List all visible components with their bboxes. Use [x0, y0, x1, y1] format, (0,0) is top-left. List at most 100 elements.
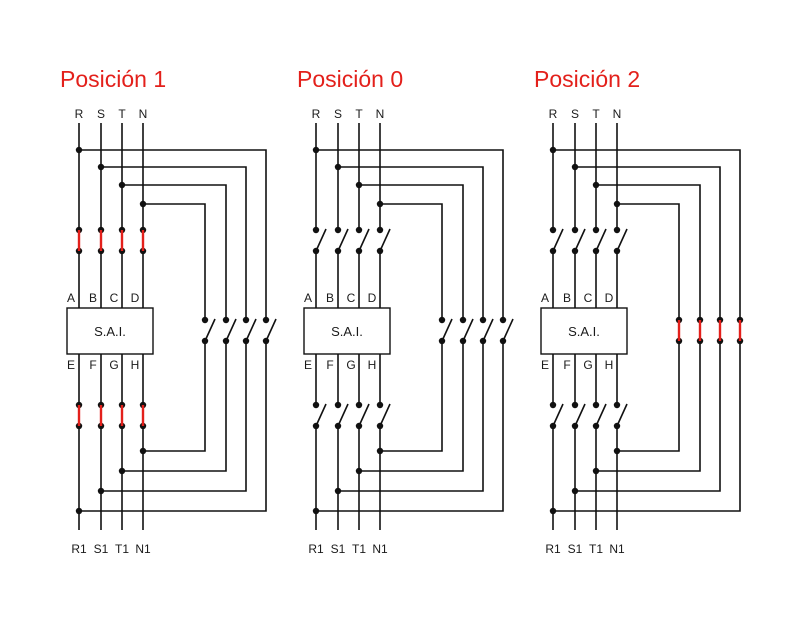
sai-terminal-label: A	[67, 291, 75, 305]
contact-terminal-top	[592, 226, 600, 234]
bypass-junction-bottom	[312, 507, 320, 515]
open-contact-blade	[616, 403, 628, 427]
phase-line-n: NN1	[372, 107, 453, 556]
sai-terminal-label: G	[583, 358, 592, 372]
bypass-junction-bottom	[75, 507, 83, 515]
sai-terminal-label: E	[304, 358, 312, 372]
contact-terminal-top	[571, 226, 579, 234]
bypass-lower-path	[596, 341, 701, 472]
open-contact-blade	[552, 403, 564, 427]
phase-line-r: RR1	[545, 107, 744, 556]
output-switch-contact	[139, 401, 147, 430]
bypass-upper-path	[596, 184, 701, 320]
bypass-junction-top	[334, 163, 342, 171]
contact-terminal-top	[312, 401, 320, 409]
bypass-lower-path	[380, 341, 443, 452]
bypass-junction-top	[592, 181, 600, 189]
output-label: R1	[308, 542, 324, 556]
phase-line-s: SS1	[331, 107, 494, 556]
bypass-junction-top	[312, 146, 320, 154]
input-label: S	[97, 107, 105, 121]
output-label: R1	[545, 542, 561, 556]
bypass-junction-bottom	[355, 467, 363, 475]
contact-terminal-top	[376, 226, 384, 234]
bypass-switch-contact	[479, 316, 494, 345]
open-contact-blade	[595, 403, 607, 427]
sai-terminal-label: B	[326, 291, 334, 305]
open-contact-blade	[482, 318, 494, 342]
bypass-junction-bottom	[549, 507, 557, 515]
contact-terminal-top	[613, 226, 621, 234]
bypass-junction-bottom	[118, 467, 126, 475]
phase-line-n: NN1	[135, 107, 216, 556]
bypass-upper-path	[122, 184, 227, 320]
bypass-lower-path	[617, 341, 680, 452]
input-label: T	[592, 107, 600, 121]
contact-terminal-top	[222, 316, 230, 324]
input-label: N	[376, 107, 385, 121]
panel-title: Posición 2	[534, 66, 640, 92]
bypass-upper-path	[380, 203, 443, 320]
sai-terminal-label: E	[541, 358, 549, 372]
bypass-junction-top	[97, 163, 105, 171]
input-switch-contact	[139, 226, 147, 255]
contact-terminal-top	[201, 316, 209, 324]
output-label: S1	[94, 542, 109, 556]
bypass-junction-top	[571, 163, 579, 171]
contact-terminal-top	[613, 401, 621, 409]
phase-line-n: N N1	[609, 107, 683, 556]
bypass-junction-top	[355, 181, 363, 189]
bypass-switch-contact	[438, 316, 453, 345]
bypass-switch-contact	[262, 316, 277, 345]
input-switch-contact	[613, 226, 628, 255]
contact-terminal-top	[312, 226, 320, 234]
sai-terminal-label: C	[110, 291, 119, 305]
output-switch-contact	[571, 401, 586, 430]
sai-terminal-label: G	[346, 358, 355, 372]
contact-terminal-top	[479, 316, 487, 324]
output-label: T1	[115, 542, 129, 556]
bypass-junction-bottom	[571, 487, 579, 495]
input-label: N	[613, 107, 622, 121]
bypass-junction-top	[549, 146, 557, 154]
sai-box	[303, 307, 391, 355]
contact-terminal-top	[549, 226, 557, 234]
contact-terminal-top	[459, 316, 467, 324]
open-contact-blade	[358, 403, 370, 427]
phase-line-s: S S1	[94, 107, 257, 556]
output-label: N1	[609, 542, 625, 556]
phase-line-t: TT1	[352, 107, 474, 556]
sai-terminal-label: B	[563, 291, 571, 305]
bypass-upper-path	[575, 166, 721, 320]
open-contact-blade	[315, 228, 327, 252]
open-contact-blade	[616, 228, 628, 252]
bypass-junction-top	[139, 200, 147, 208]
bypass-upper-path	[143, 203, 206, 320]
sai-terminal-label: D	[605, 291, 614, 305]
contact-terminal-top	[499, 316, 507, 324]
bypass-lower-path	[338, 341, 484, 492]
bypass-junction-top	[118, 181, 126, 189]
bypass-junction-top	[613, 200, 621, 208]
open-contact-blade	[204, 318, 216, 342]
bypass-switch-contact	[716, 316, 724, 345]
output-switch-contact	[355, 401, 370, 430]
phase-line-r: RR1	[71, 107, 277, 556]
sai-box	[66, 307, 154, 355]
input-label: R	[312, 107, 321, 121]
output-switch-contact	[613, 401, 628, 430]
bypass-upper-path	[617, 203, 680, 320]
sai-terminal-label: F	[89, 358, 96, 372]
bypass-junction-bottom	[334, 487, 342, 495]
sai-terminal-label: C	[584, 291, 593, 305]
bypass-upper-path	[79, 149, 267, 320]
output-switch-contact	[97, 401, 105, 430]
open-contact-blade	[379, 228, 391, 252]
contact-terminal-top	[334, 226, 342, 234]
input-label: N	[139, 107, 148, 121]
bypass-lower-path	[122, 341, 227, 472]
output-label: S1	[568, 542, 583, 556]
sai-terminal-label: A	[304, 291, 312, 305]
